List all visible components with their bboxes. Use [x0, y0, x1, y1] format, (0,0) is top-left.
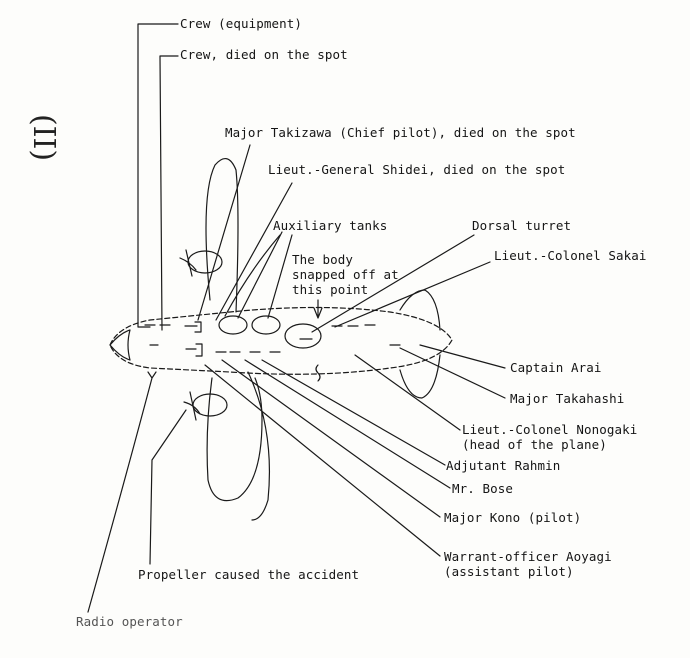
label-bose: Mr. Bose	[452, 481, 514, 496]
label-shidei: Lieut.-General Shidei, died on the spot	[268, 162, 566, 177]
label-crew-died: Crew, died on the spot	[180, 47, 348, 62]
label-dorsal-turret: Dorsal turret	[472, 218, 572, 233]
leader-dorsal-turret	[312, 235, 474, 332]
leader-aux-tank-3	[225, 235, 280, 316]
label-nonogaki: Lieut.-Colonel Nonogaki (head of the pla…	[462, 422, 638, 452]
label-radio-operator: Radio operator	[76, 614, 183, 629]
leader-radio	[88, 372, 156, 612]
leader-aoyagi	[205, 365, 440, 556]
leader-aux-tank-1	[238, 232, 282, 318]
label-propeller: Propeller caused the accident	[138, 567, 360, 582]
label-takizawa: Major Takizawa (Chief pilot), died on th…	[225, 125, 576, 140]
leader-arai	[420, 345, 505, 368]
lower-wing-outline	[207, 378, 262, 501]
label-crew-equipment: Crew (equipment)	[180, 16, 303, 31]
leader-crew-died	[160, 56, 178, 330]
cockpit-bracket	[195, 322, 202, 356]
tail-upper	[400, 290, 440, 330]
leader-propeller	[150, 410, 186, 564]
leader-body-snapped	[314, 300, 322, 381]
leader-kono	[222, 360, 440, 517]
leader-rahmin	[262, 360, 445, 465]
label-sakai: Lieut.-Colonel Sakai	[494, 248, 647, 263]
seat-marks	[145, 325, 400, 352]
aux-tank-1	[219, 316, 247, 334]
fuselage-outline	[110, 308, 452, 375]
leader-sakai	[335, 262, 490, 327]
margin-mark: (II)	[26, 113, 62, 162]
leader-aux-tank-2	[268, 235, 292, 318]
leader-crew-equipment	[138, 24, 178, 327]
label-body-snapped: The body snapped off at this point	[292, 252, 399, 297]
leader-bose	[245, 360, 450, 488]
upper-propeller	[180, 250, 196, 276]
right-wing-outline	[248, 372, 269, 520]
tail-lower	[400, 355, 440, 398]
dorsal-turret-shape	[285, 324, 321, 348]
leader-takizawa	[198, 145, 250, 320]
label-takahashi: Major Takahashi	[510, 391, 625, 406]
aux-tank-2	[252, 316, 280, 334]
upper-wing-outline	[206, 159, 238, 312]
label-rahmin: Adjutant Rahmin	[446, 458, 561, 473]
label-arai: Captain Arai	[510, 360, 602, 375]
leader-takahashi	[400, 348, 505, 398]
leader-shidei	[216, 183, 292, 320]
label-aoyagi: Warrant-officer Aoyagi (assistant pilot)	[444, 549, 612, 579]
lower-propeller	[184, 392, 200, 420]
label-kono: Major Kono (pilot)	[444, 510, 582, 525]
nose-cone	[110, 330, 130, 360]
label-aux-tanks: Auxiliary tanks	[273, 218, 388, 233]
leader-nonogaki	[355, 355, 460, 430]
